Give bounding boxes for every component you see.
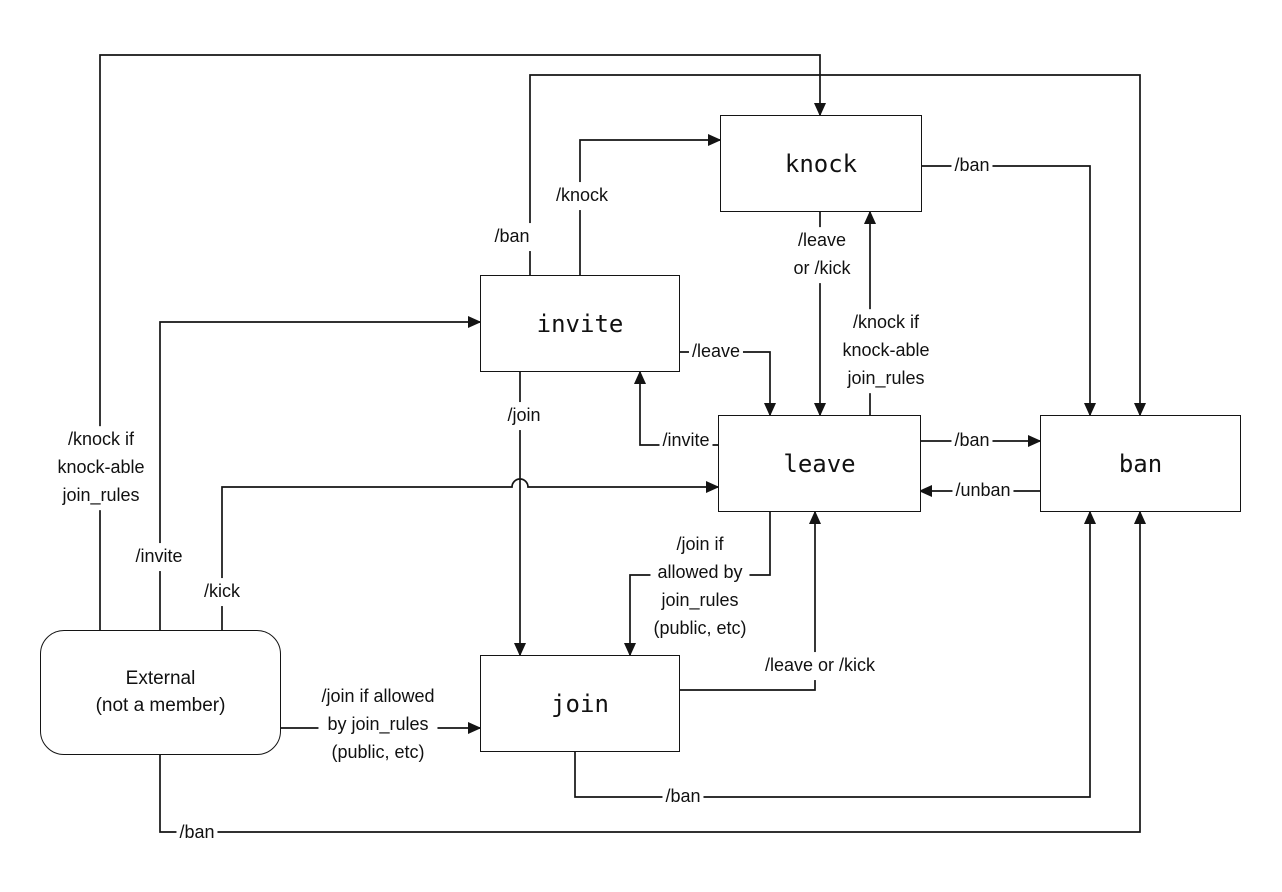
node-knock: knock [720, 115, 922, 212]
node-ban: ban [1040, 415, 1241, 512]
node-leave: leave [718, 415, 921, 512]
edge-external-ban [159, 510, 1147, 833]
edge-label-external-knock: /knock if knock-able join_rules [54, 426, 148, 510]
edge-label-leave-ban: /ban [951, 427, 993, 455]
edge-label-external-join: /join if allowed by join_rules (public, … [318, 683, 438, 767]
edge-label-join-leave: /leave or /kick [761, 652, 879, 680]
edge-label-join-ban: /ban [662, 783, 704, 811]
edge-label-knock-leave: /leave or /kick [790, 227, 854, 283]
edge-label-invite-ban: /ban [491, 223, 533, 251]
edge-external-invite [159, 315, 482, 630]
edge-label-ban-unban: /unban [952, 477, 1014, 505]
edge-label-leave-join: /join if allowed by join_rules (public, … [650, 531, 750, 643]
node-join-label: join [551, 689, 609, 718]
edge-invite-ban [529, 74, 1147, 417]
edge-external-leave-kick [221, 478, 720, 630]
edge-label-invite-knock: /knock [552, 182, 612, 210]
edge-join-ban [574, 510, 1097, 798]
edge-join-leave [680, 510, 822, 691]
edge-label-invite-leave: /leave [688, 338, 744, 366]
edge-knock-ban [920, 165, 1097, 417]
edge-label-leave-invite: /invite [659, 427, 713, 455]
node-external-label: External (not a member) [95, 667, 226, 716]
node-external: External (not a member) [40, 630, 281, 755]
node-invite-label: invite [536, 309, 624, 338]
edge-external-knock [99, 54, 827, 630]
node-leave-label: leave [783, 449, 856, 478]
edge-label-knock-ban: /ban [951, 152, 993, 180]
edge-label-external-kick: /kick [201, 578, 243, 606]
edge-label-external-ban: /ban [176, 819, 218, 847]
edge-label-invite-join: /join [504, 402, 544, 430]
node-knock-label: knock [784, 149, 858, 178]
node-invite: invite [480, 275, 680, 372]
node-ban-label: ban [1118, 449, 1163, 478]
node-join: join [480, 655, 680, 752]
edge-invite-knock [579, 133, 722, 275]
edge-label-leave-knock: /knock if knock-able join_rules [839, 309, 933, 393]
edge-label-external-invite: /invite [132, 543, 186, 571]
